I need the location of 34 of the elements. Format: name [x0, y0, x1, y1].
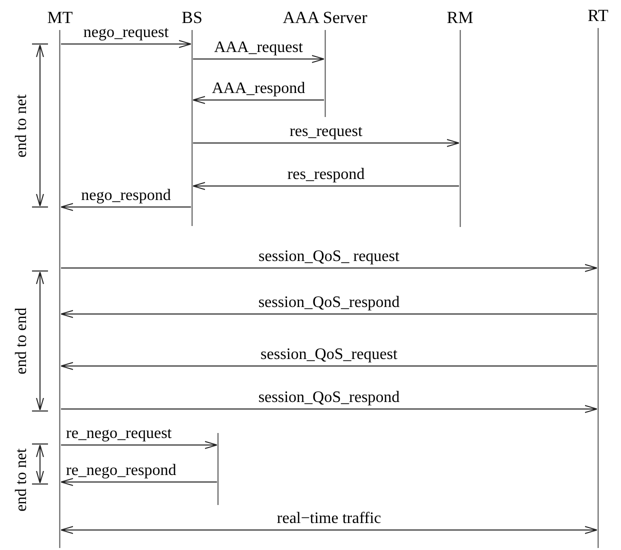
- message-arrow: [192, 139, 460, 147]
- lifeline-heading: RM: [446, 8, 474, 28]
- edge-label: session_QoS_respond: [258, 294, 400, 312]
- edge-label: res_request: [290, 123, 362, 141]
- message-arrow: [60, 264, 598, 272]
- edge-label: real−time traffic: [276, 510, 382, 528]
- message-arrow: [60, 526, 598, 534]
- edge-label: re_nego_respond: [66, 462, 176, 480]
- edge-label: session_QoS_respond: [258, 389, 400, 407]
- edge-label: nego_request: [83, 24, 169, 42]
- edge-label: re_nego_request: [66, 425, 172, 443]
- edge-label: AAA_request: [214, 39, 303, 57]
- lifeline-heading: RT: [588, 6, 608, 26]
- phase-label: end to net: [13, 448, 31, 512]
- message-arrow: [192, 96, 324, 104]
- message-arrow: [60, 40, 192, 48]
- edge-label: session_QoS_request: [260, 346, 398, 364]
- phase-label: end to end: [13, 308, 31, 374]
- message-arrow: [60, 203, 192, 211]
- lifeline-heading: BS: [182, 8, 202, 28]
- lifeline-heading: AAA Server: [282, 8, 368, 28]
- message-arrow: [192, 182, 460, 190]
- edge-label: nego_respond: [81, 187, 171, 205]
- message-arrow: [60, 441, 218, 449]
- edge-label: session_QoS_ request: [258, 248, 400, 266]
- message-arrow: [60, 310, 598, 318]
- lifeline-heading: MT: [47, 8, 73, 28]
- message-arrow: [60, 362, 598, 370]
- edge-label: res_respond: [287, 166, 365, 184]
- message-arrow: [60, 478, 218, 486]
- phase-label: end to net: [13, 94, 31, 158]
- message-arrow: [192, 55, 324, 63]
- edge-label: AAA_respond: [212, 80, 306, 98]
- message-arrow: [60, 405, 598, 413]
